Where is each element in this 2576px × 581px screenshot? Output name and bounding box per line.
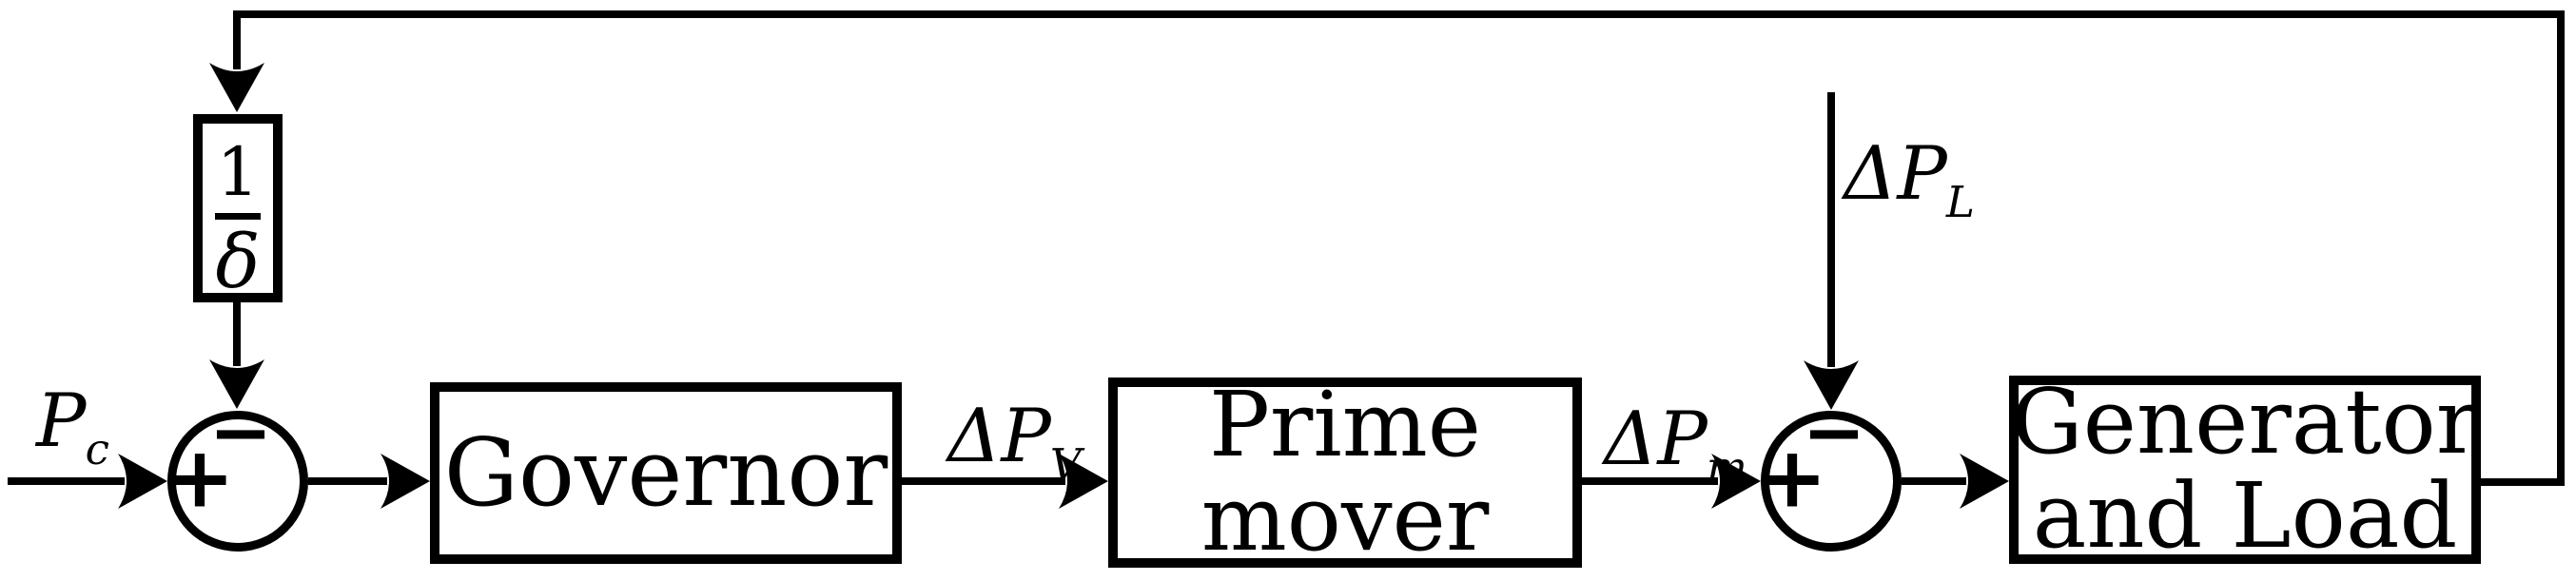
arrow-down-icon bbox=[209, 63, 264, 112]
arrow-right-icon bbox=[381, 454, 430, 509]
summing-junction-1 bbox=[167, 411, 308, 552]
governor-block-box bbox=[430, 382, 902, 564]
dpv-base: ΔP bbox=[947, 394, 1051, 479]
droop-denominator: δ bbox=[215, 220, 261, 305]
governor-text: Governor bbox=[443, 418, 888, 528]
pc-subscript: c bbox=[85, 424, 109, 474]
arrow-down-icon bbox=[209, 359, 264, 409]
sum2-minus-sign: − bbox=[1802, 387, 1866, 476]
generator-load-block-label: Generator and Load bbox=[2009, 376, 2481, 564]
dpm-subscript: m bbox=[1706, 442, 1747, 493]
dpv-signal-label: ΔPV bbox=[947, 399, 1082, 486]
arrow-down-icon bbox=[1804, 360, 1859, 410]
sum2-plus-sign: + bbox=[1757, 428, 1827, 527]
droop-numerator: 1 bbox=[216, 133, 260, 211]
dpm-signal-label: ΔPm bbox=[1604, 402, 1747, 489]
dpl-input-line bbox=[1827, 92, 1835, 367]
dpl-subscript: L bbox=[1945, 177, 1975, 227]
sum2-generator-line bbox=[1902, 477, 1966, 485]
pc-signal-label: Pc bbox=[36, 384, 109, 471]
dpl-signal-label: ΔPL bbox=[1844, 137, 1975, 223]
generator-load-text-line1: Generator bbox=[2010, 370, 2480, 474]
prime-mover-block-label: Prime mover bbox=[1108, 378, 1582, 568]
prime-mover-block-box bbox=[1108, 378, 1582, 568]
dpv-line bbox=[902, 477, 1065, 485]
generator-output-line bbox=[2481, 478, 2565, 486]
arrow-right-icon bbox=[118, 454, 167, 509]
droop-output-line bbox=[233, 302, 241, 366]
dpv-subscript: V bbox=[1049, 439, 1082, 490]
sum1-minus-sign: − bbox=[208, 387, 273, 476]
summing-junction-2 bbox=[1761, 411, 1902, 552]
feedback-drop-line bbox=[233, 10, 241, 69]
generator-load-block-box bbox=[2009, 376, 2481, 564]
sum1-plus-sign: + bbox=[165, 428, 235, 527]
fraction-bar bbox=[215, 213, 261, 220]
dpm-base: ΔP bbox=[1604, 397, 1708, 482]
droop-block-box bbox=[193, 114, 283, 302]
droop-block-label: 1 δ bbox=[193, 139, 283, 300]
pc-base: P bbox=[36, 378, 87, 464]
dpl-base: ΔP bbox=[1844, 131, 1947, 217]
feedback-top-line bbox=[233, 10, 2565, 18]
generator-load-text-line2: and Load bbox=[2032, 464, 2458, 569]
sum1-governor-line bbox=[308, 477, 387, 485]
arrow-right-icon bbox=[1059, 454, 1108, 509]
arrow-right-icon bbox=[1960, 454, 2009, 509]
feedback-right-line bbox=[2557, 10, 2565, 486]
governor-block-label: Governor bbox=[430, 382, 902, 564]
prime-mover-text-line1: Prime bbox=[1208, 373, 1482, 477]
prime-mover-text-line2: mover bbox=[1200, 467, 1490, 571]
dpm-line bbox=[1582, 477, 1718, 485]
arrow-right-icon bbox=[1711, 454, 1761, 509]
pc-input-line bbox=[8, 477, 125, 485]
